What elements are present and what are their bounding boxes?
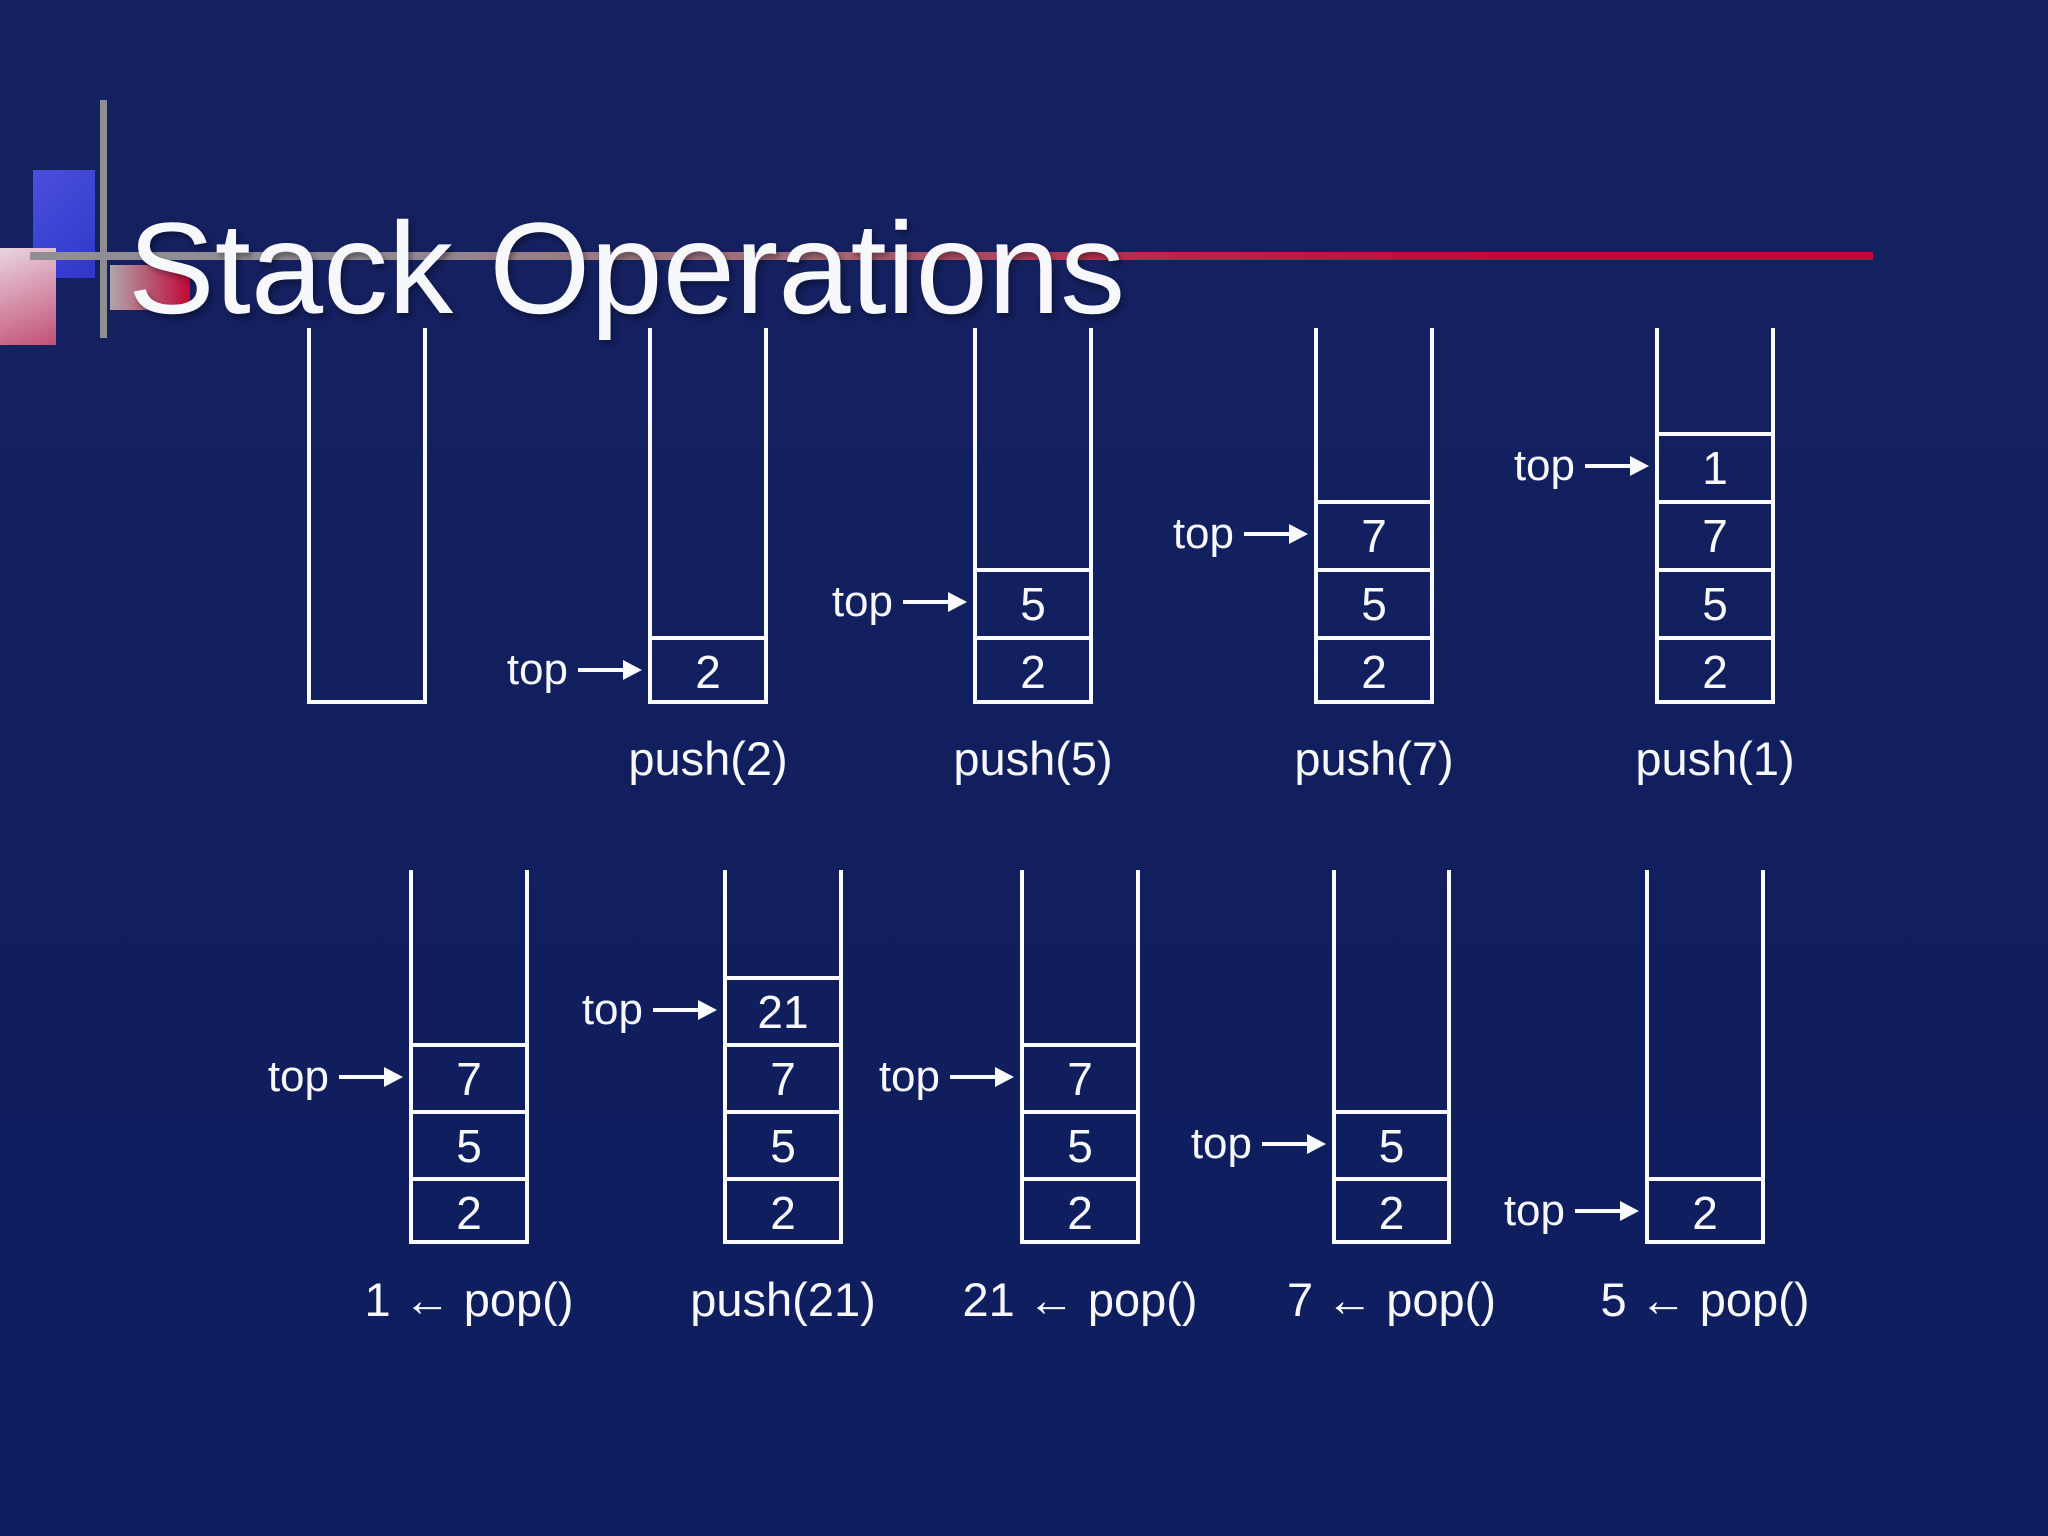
stack-cell: 2: [1314, 636, 1434, 704]
cell-value: 2: [1702, 646, 1728, 698]
cell-value: 2: [1692, 1186, 1718, 1239]
decor-pink-square: [0, 248, 56, 345]
stack-cell: 5: [409, 1110, 529, 1177]
stack-container-empty-stack: [307, 328, 427, 704]
stack-cell: 7: [409, 1043, 529, 1110]
top-label: top: [267, 1051, 329, 1101]
top-pointer-push-7: top: [1122, 501, 1308, 567]
stack-cell: 5: [1020, 1110, 1140, 1177]
cell-value: 2: [1361, 646, 1387, 698]
stack-caption-pop-21: 21 ← pop(): [962, 1273, 1198, 1326]
stack-cell: 5: [723, 1110, 843, 1177]
stack-caption-push-2: push(2): [628, 732, 788, 785]
cell-value: 2: [456, 1186, 482, 1239]
stack-cell: 5: [973, 568, 1093, 636]
stack-cell: 2: [1332, 1177, 1451, 1244]
cell-value: 5: [770, 1119, 796, 1172]
stack-cell: 5: [1332, 1110, 1451, 1177]
cell-value: 5: [1378, 1119, 1405, 1172]
stack-cell: 21: [723, 976, 843, 1043]
top-arrow-icon: [1244, 521, 1308, 547]
cell-value: 2: [1378, 1186, 1405, 1239]
stack-cell: 5: [1314, 568, 1434, 636]
top-arrow-icon: [1575, 1198, 1639, 1224]
stack-container-pop-5: [1645, 870, 1765, 1244]
stack-container-pop-7: [1332, 870, 1451, 1244]
top-label: top: [1513, 441, 1575, 490]
cell-value: 7: [1702, 510, 1728, 562]
top-pointer-pop-5: top: [1453, 1178, 1639, 1244]
stack-caption-pop-5: 5 ← pop(): [1600, 1273, 1810, 1326]
cell-value: 2: [695, 646, 721, 698]
top-label: top: [831, 577, 893, 626]
stack-container-pop-1: [409, 870, 529, 1244]
top-pointer-push-21: top: [531, 977, 717, 1043]
stack-caption-pop-1: 1 ← pop(): [364, 1273, 574, 1326]
stack-cell: 7: [723, 1043, 843, 1110]
stack-cell: 2: [1020, 1177, 1140, 1244]
stack-cell: 2: [1655, 636, 1775, 704]
top-pointer-pop-1: top: [217, 1044, 403, 1110]
top-pointer-push-5: top: [781, 569, 967, 635]
top-pointer-pop-7: top: [1140, 1111, 1326, 1177]
top-label: top: [1190, 1118, 1252, 1168]
top-label: top: [581, 984, 643, 1034]
top-label: top: [878, 1051, 940, 1101]
stack-cell: 2: [973, 636, 1093, 704]
top-label: top: [1503, 1185, 1565, 1235]
stack-container-pop-21: [1020, 870, 1140, 1244]
page-title: Stack Operations: [128, 195, 1126, 342]
stack-cell: 2: [648, 636, 768, 704]
decor-red-bar: [110, 265, 190, 310]
stack-caption-push-5: push(5): [953, 732, 1113, 785]
cell-value: 7: [770, 1052, 796, 1105]
stack-container-push-7: [1314, 328, 1434, 704]
decor-vertical-line: [100, 100, 107, 338]
cell-value: 7: [456, 1052, 482, 1105]
stack-cell: 7: [1020, 1043, 1140, 1110]
stack-cell: 5: [1655, 568, 1775, 636]
top-arrow-icon: [1262, 1131, 1326, 1157]
cell-value: 21: [757, 985, 809, 1038]
top-pointer-pop-21: top: [828, 1044, 1014, 1110]
stack-cell: 2: [409, 1177, 529, 1244]
top-label: top: [506, 645, 568, 694]
stack-cell: 2: [1645, 1177, 1765, 1244]
title-underline: [30, 252, 1873, 260]
stack-caption-push-7: push(7): [1294, 732, 1454, 785]
cell-value: 1: [1702, 442, 1728, 494]
top-label: top: [1172, 509, 1234, 558]
stack-container-push-21: [723, 870, 843, 1244]
top-arrow-icon: [578, 657, 642, 683]
stack-cell: 1: [1655, 432, 1775, 500]
stack-container-push-5: [973, 328, 1093, 704]
stack-caption-pop-7: 7 ← pop(): [1287, 1273, 1496, 1326]
top-arrow-icon: [1585, 453, 1649, 479]
cell-value: 7: [1361, 510, 1387, 562]
cell-value: 2: [1067, 1186, 1093, 1239]
stack-container-push-2: [648, 328, 768, 704]
cell-value: 5: [1702, 578, 1728, 630]
cell-value: 2: [770, 1186, 796, 1239]
cell-value: 5: [1020, 578, 1046, 630]
top-pointer-push-1: top: [1463, 433, 1649, 499]
top-pointer-push-2: top: [456, 637, 642, 703]
cell-value: 5: [456, 1119, 482, 1172]
stack-caption-push-21: push(21): [690, 1273, 876, 1326]
cell-value: 2: [1020, 646, 1046, 698]
cell-value: 7: [1067, 1052, 1093, 1105]
stack-container-push-1: [1655, 328, 1775, 704]
stack-cell: 7: [1314, 500, 1434, 568]
top-arrow-icon: [950, 1064, 1014, 1090]
top-arrow-icon: [653, 997, 717, 1023]
cell-value: 5: [1067, 1119, 1093, 1172]
cell-value: 5: [1361, 578, 1387, 630]
top-arrow-icon: [339, 1064, 403, 1090]
top-arrow-icon: [903, 589, 967, 615]
stack-cell: 2: [723, 1177, 843, 1244]
stack-cell: 7: [1655, 500, 1775, 568]
stack-caption-push-1: push(1): [1635, 732, 1795, 785]
